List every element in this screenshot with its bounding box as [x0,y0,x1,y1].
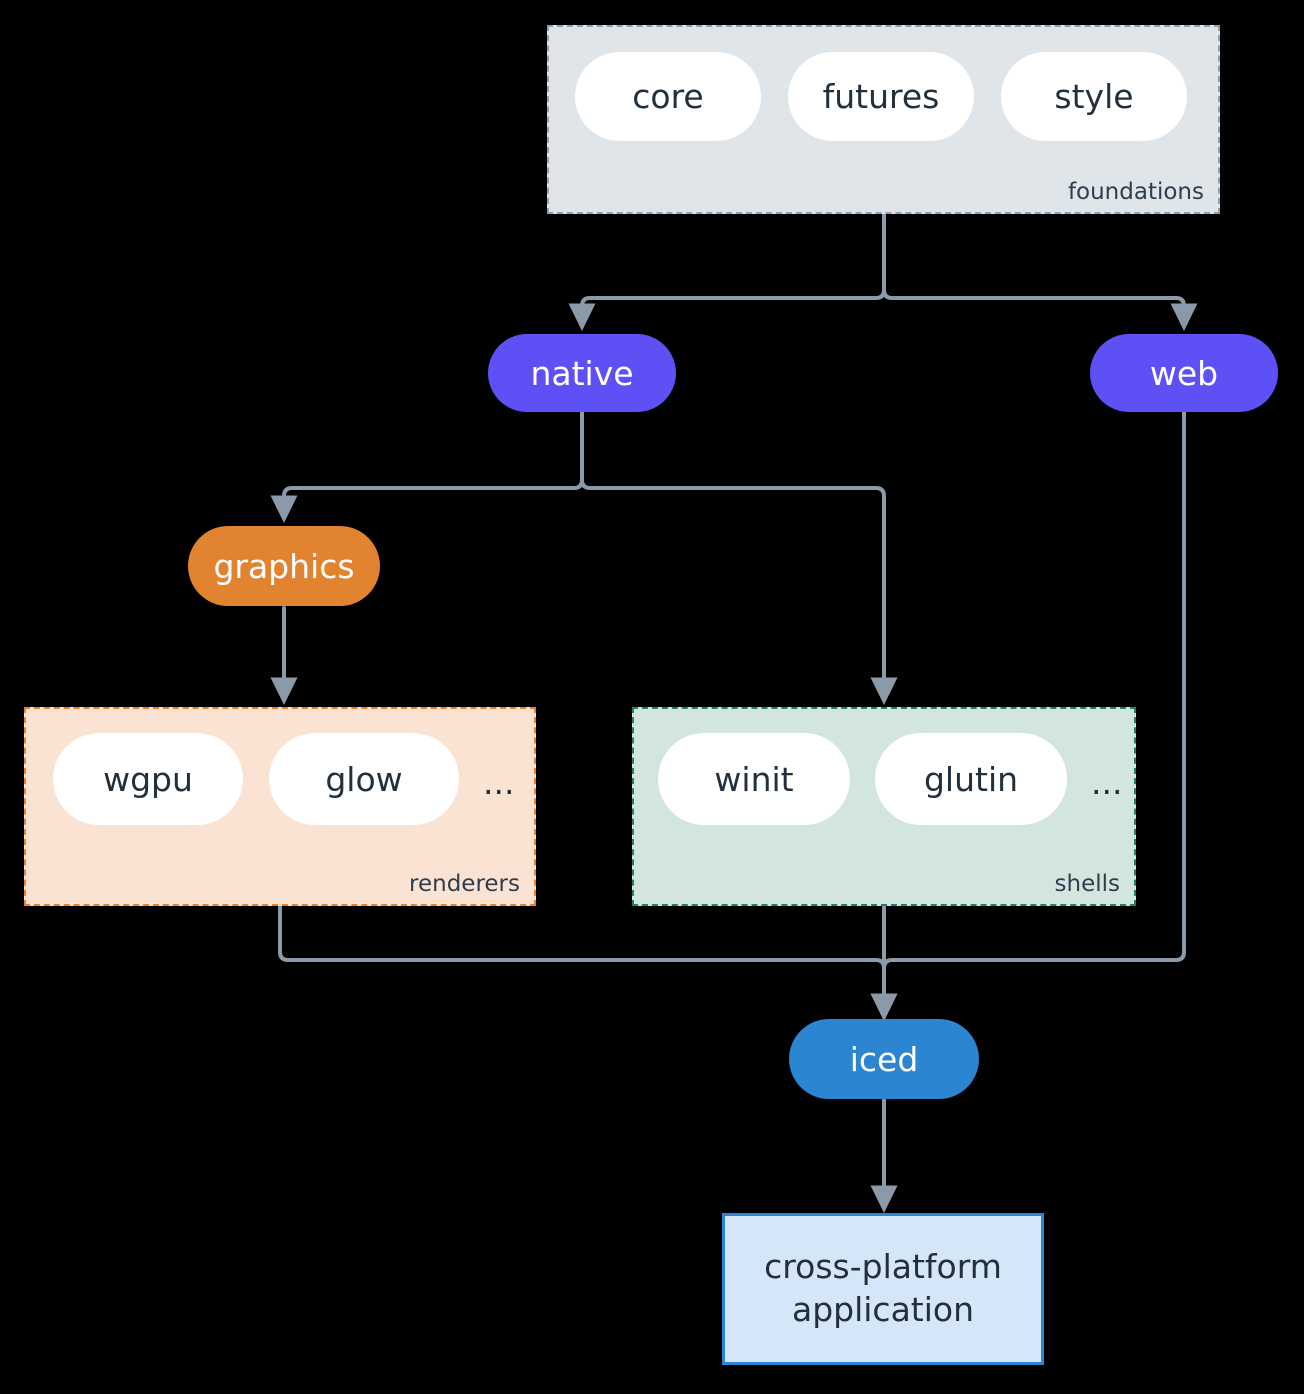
cluster-foundations-label: foundations [1067,179,1204,205]
node-cross-platform-application[interactable]: cross-platform application [722,1213,1044,1365]
cluster-foundations[interactable]: core futures style foundations [547,25,1220,214]
node-glow-label: glow [325,759,403,799]
node-futures-label: futures [822,77,940,116]
node-web-label: web [1149,353,1219,393]
application-label-line1: cross-platform [764,1247,1002,1287]
node-core[interactable]: core [575,52,761,141]
application-label-line2: application [791,1290,975,1329]
node-style-label: style [1054,77,1134,116]
node-graphics-label: graphics [213,546,355,586]
node-graphics[interactable]: graphics [188,526,380,606]
node-glutin[interactable]: glutin [875,733,1067,825]
cluster-renderers[interactable]: wgpu glow ... renderers [24,707,536,906]
node-winit-label: winit [714,759,794,799]
cluster-shells-label: shells [1054,871,1120,897]
node-core-label: core [632,77,704,116]
node-style[interactable]: style [1001,52,1187,141]
node-native-label: native [530,353,634,393]
shells-ellipsis: ... [1091,763,1123,802]
node-winit[interactable]: winit [658,733,850,825]
node-futures[interactable]: futures [788,52,974,141]
node-wgpu[interactable]: wgpu [53,733,243,825]
node-wgpu-label: wgpu [103,759,193,799]
node-web[interactable]: web [1090,334,1278,412]
renderers-ellipsis: ... [483,763,515,802]
node-glutin-label: glutin [923,759,1019,799]
node-glow[interactable]: glow [269,733,459,825]
cluster-shells[interactable]: winit glutin ... shells [632,707,1136,906]
node-iced-label: iced [849,1039,919,1079]
node-native[interactable]: native [488,334,676,412]
cluster-renderers-label: renderers [409,871,520,897]
node-iced[interactable]: iced [789,1019,979,1099]
